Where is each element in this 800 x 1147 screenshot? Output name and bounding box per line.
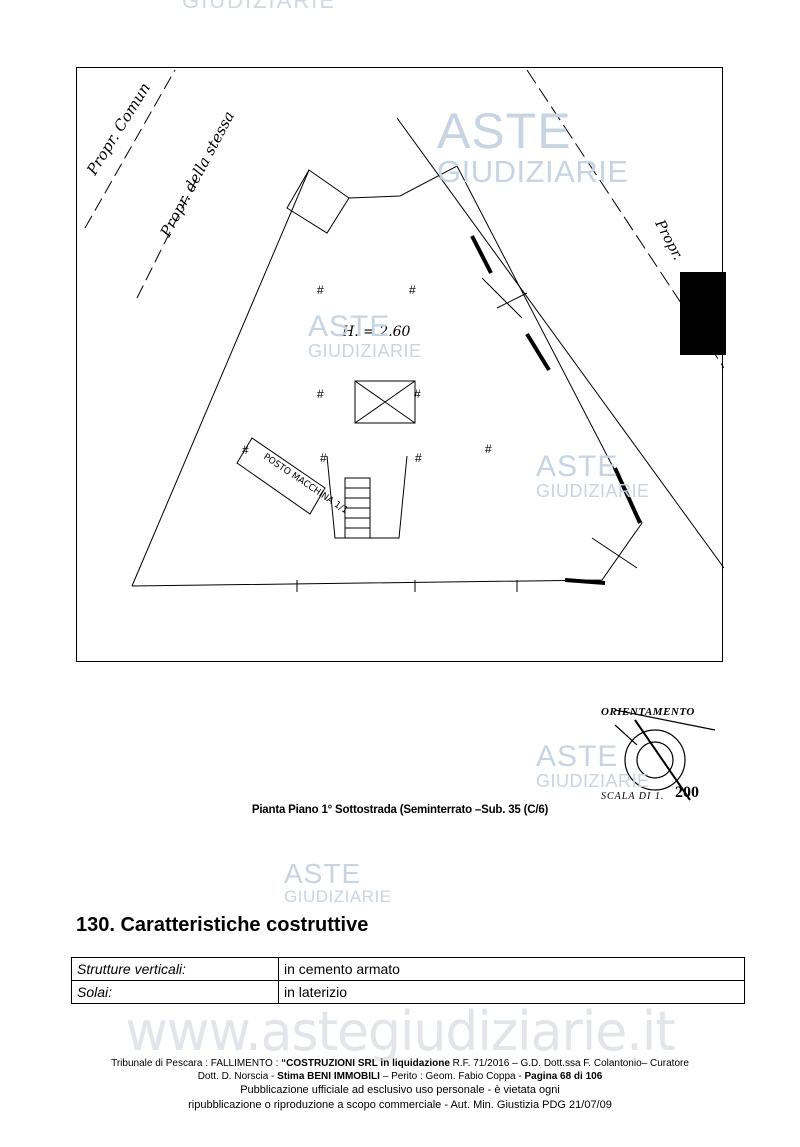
- svg-text:#: #: [317, 387, 324, 401]
- boundary-line-right: [396, 117, 724, 569]
- section-heading: 130. Caratteristiche costruttive: [76, 914, 369, 936]
- svg-text:#: #: [242, 443, 249, 457]
- svg-text:#: #: [485, 442, 492, 456]
- footer-curator: Dott. D. Norscia -: [197, 1071, 278, 1082]
- footer-perito: – Perito : Geom. Fabio Coppa -: [379, 1071, 525, 1082]
- table-row: Solai: in laterizio: [71, 980, 745, 1004]
- black-tab-marker: [680, 272, 726, 355]
- room-outline: [131, 165, 643, 587]
- svg-text:#: #: [320, 451, 327, 465]
- label-height: H. = 2.60: [341, 324, 411, 340]
- shaft-cross: [354, 380, 416, 424]
- label-posto-macchina: POSTO MACCHINA 1/1: [261, 452, 349, 516]
- footer-publication-2: ripubblicazione o riproduzione a scopo c…: [188, 1099, 612, 1111]
- spec-key: Strutture verticali:: [71, 957, 279, 981]
- stair-outline: [326, 455, 408, 539]
- spec-value: in laterizio: [278, 980, 745, 1004]
- footer-court: Tribunale di Pescara : FALLIMENTO :: [111, 1058, 282, 1069]
- watermark-text: ASTE: [284, 858, 362, 889]
- watermark-text: GIUDIZIARIE: [284, 887, 392, 906]
- column-markers: # # # # # # # #: [242, 283, 492, 465]
- watermark-logo: ASTE GIUDIZIARIE: [284, 858, 392, 906]
- parking-slot: [236, 437, 326, 515]
- page-footer: Tribunale di Pescara : FALLIMENTO : “COS…: [0, 1057, 800, 1113]
- orientation-block: ORIENTAMENTO ASTE GIUDIZIARIE SCALA DI 1…: [536, 700, 735, 810]
- site-watermark: www.astegiudiziarie.it: [125, 1000, 675, 1064]
- footer-page-number: Pagina 68 di 106: [524, 1071, 603, 1082]
- floor-plan-drawing: # # # # # # # # Propr. Comun Propr. dell…: [76, 67, 724, 662]
- label-prop-right: Propr.: [651, 216, 686, 262]
- room-notch: [286, 169, 350, 234]
- shaft-box: [354, 380, 416, 424]
- footer-line-2: Dott. D. Norscia - Stima BENI IMMOBILI –…: [0, 1070, 800, 1083]
- door-swing: [481, 277, 523, 319]
- footer-case: R.F. 71/2016 – G.D. Dott.ssa F. Colanton…: [449, 1058, 689, 1069]
- svg-text:#: #: [317, 283, 324, 297]
- door-hinge: [496, 292, 528, 309]
- orientation-label: ORIENTAMENTO: [601, 706, 695, 718]
- property-line-left-inner: [136, 177, 198, 299]
- windows: [470, 235, 642, 585]
- spec-key: Solai:: [71, 980, 279, 1004]
- spec-value: in cemento armato: [278, 957, 745, 981]
- floor-plan-svg: # # # # # # # # Propr. Comun Propr. dell…: [83, 69, 724, 592]
- footer-line-1: Tribunale di Pescara : FALLIMENTO : “COS…: [0, 1057, 800, 1070]
- top-watermark-fragment: GIUDIZIARIE: [182, 0, 336, 12]
- footer-company: “COSTRUZIONI SRL in liquidazione: [281, 1058, 450, 1069]
- svg-text:#: #: [409, 283, 416, 297]
- compass-icon: [614, 709, 716, 801]
- svg-text:#: #: [415, 451, 422, 465]
- scale-value: 200: [675, 784, 699, 801]
- scale-label: SCALA DI 1.: [601, 791, 665, 802]
- property-line-left-outer: [84, 69, 176, 229]
- watermark-text: GIUDIZIARIE: [182, 0, 337, 13]
- door-swing-bottom: [591, 537, 638, 569]
- footer-publication-1: Pubblicazione ufficiale ad esclusivo uso…: [240, 1084, 560, 1096]
- construction-specs-table: Strutture verticali: in cemento armato S…: [71, 957, 745, 1004]
- plan-caption: Pianta Piano 1° Sottostrada (Seminterrat…: [251, 804, 549, 816]
- footer-stima: Stima BENI IMMOBILI: [277, 1071, 380, 1082]
- svg-text:#: #: [414, 387, 421, 401]
- label-prop-comune: Propr. Comun: [83, 80, 154, 179]
- table-row: Strutture verticali: in cemento armato: [71, 957, 745, 981]
- label-prop-stessa: Propr. della stessa: [156, 108, 238, 241]
